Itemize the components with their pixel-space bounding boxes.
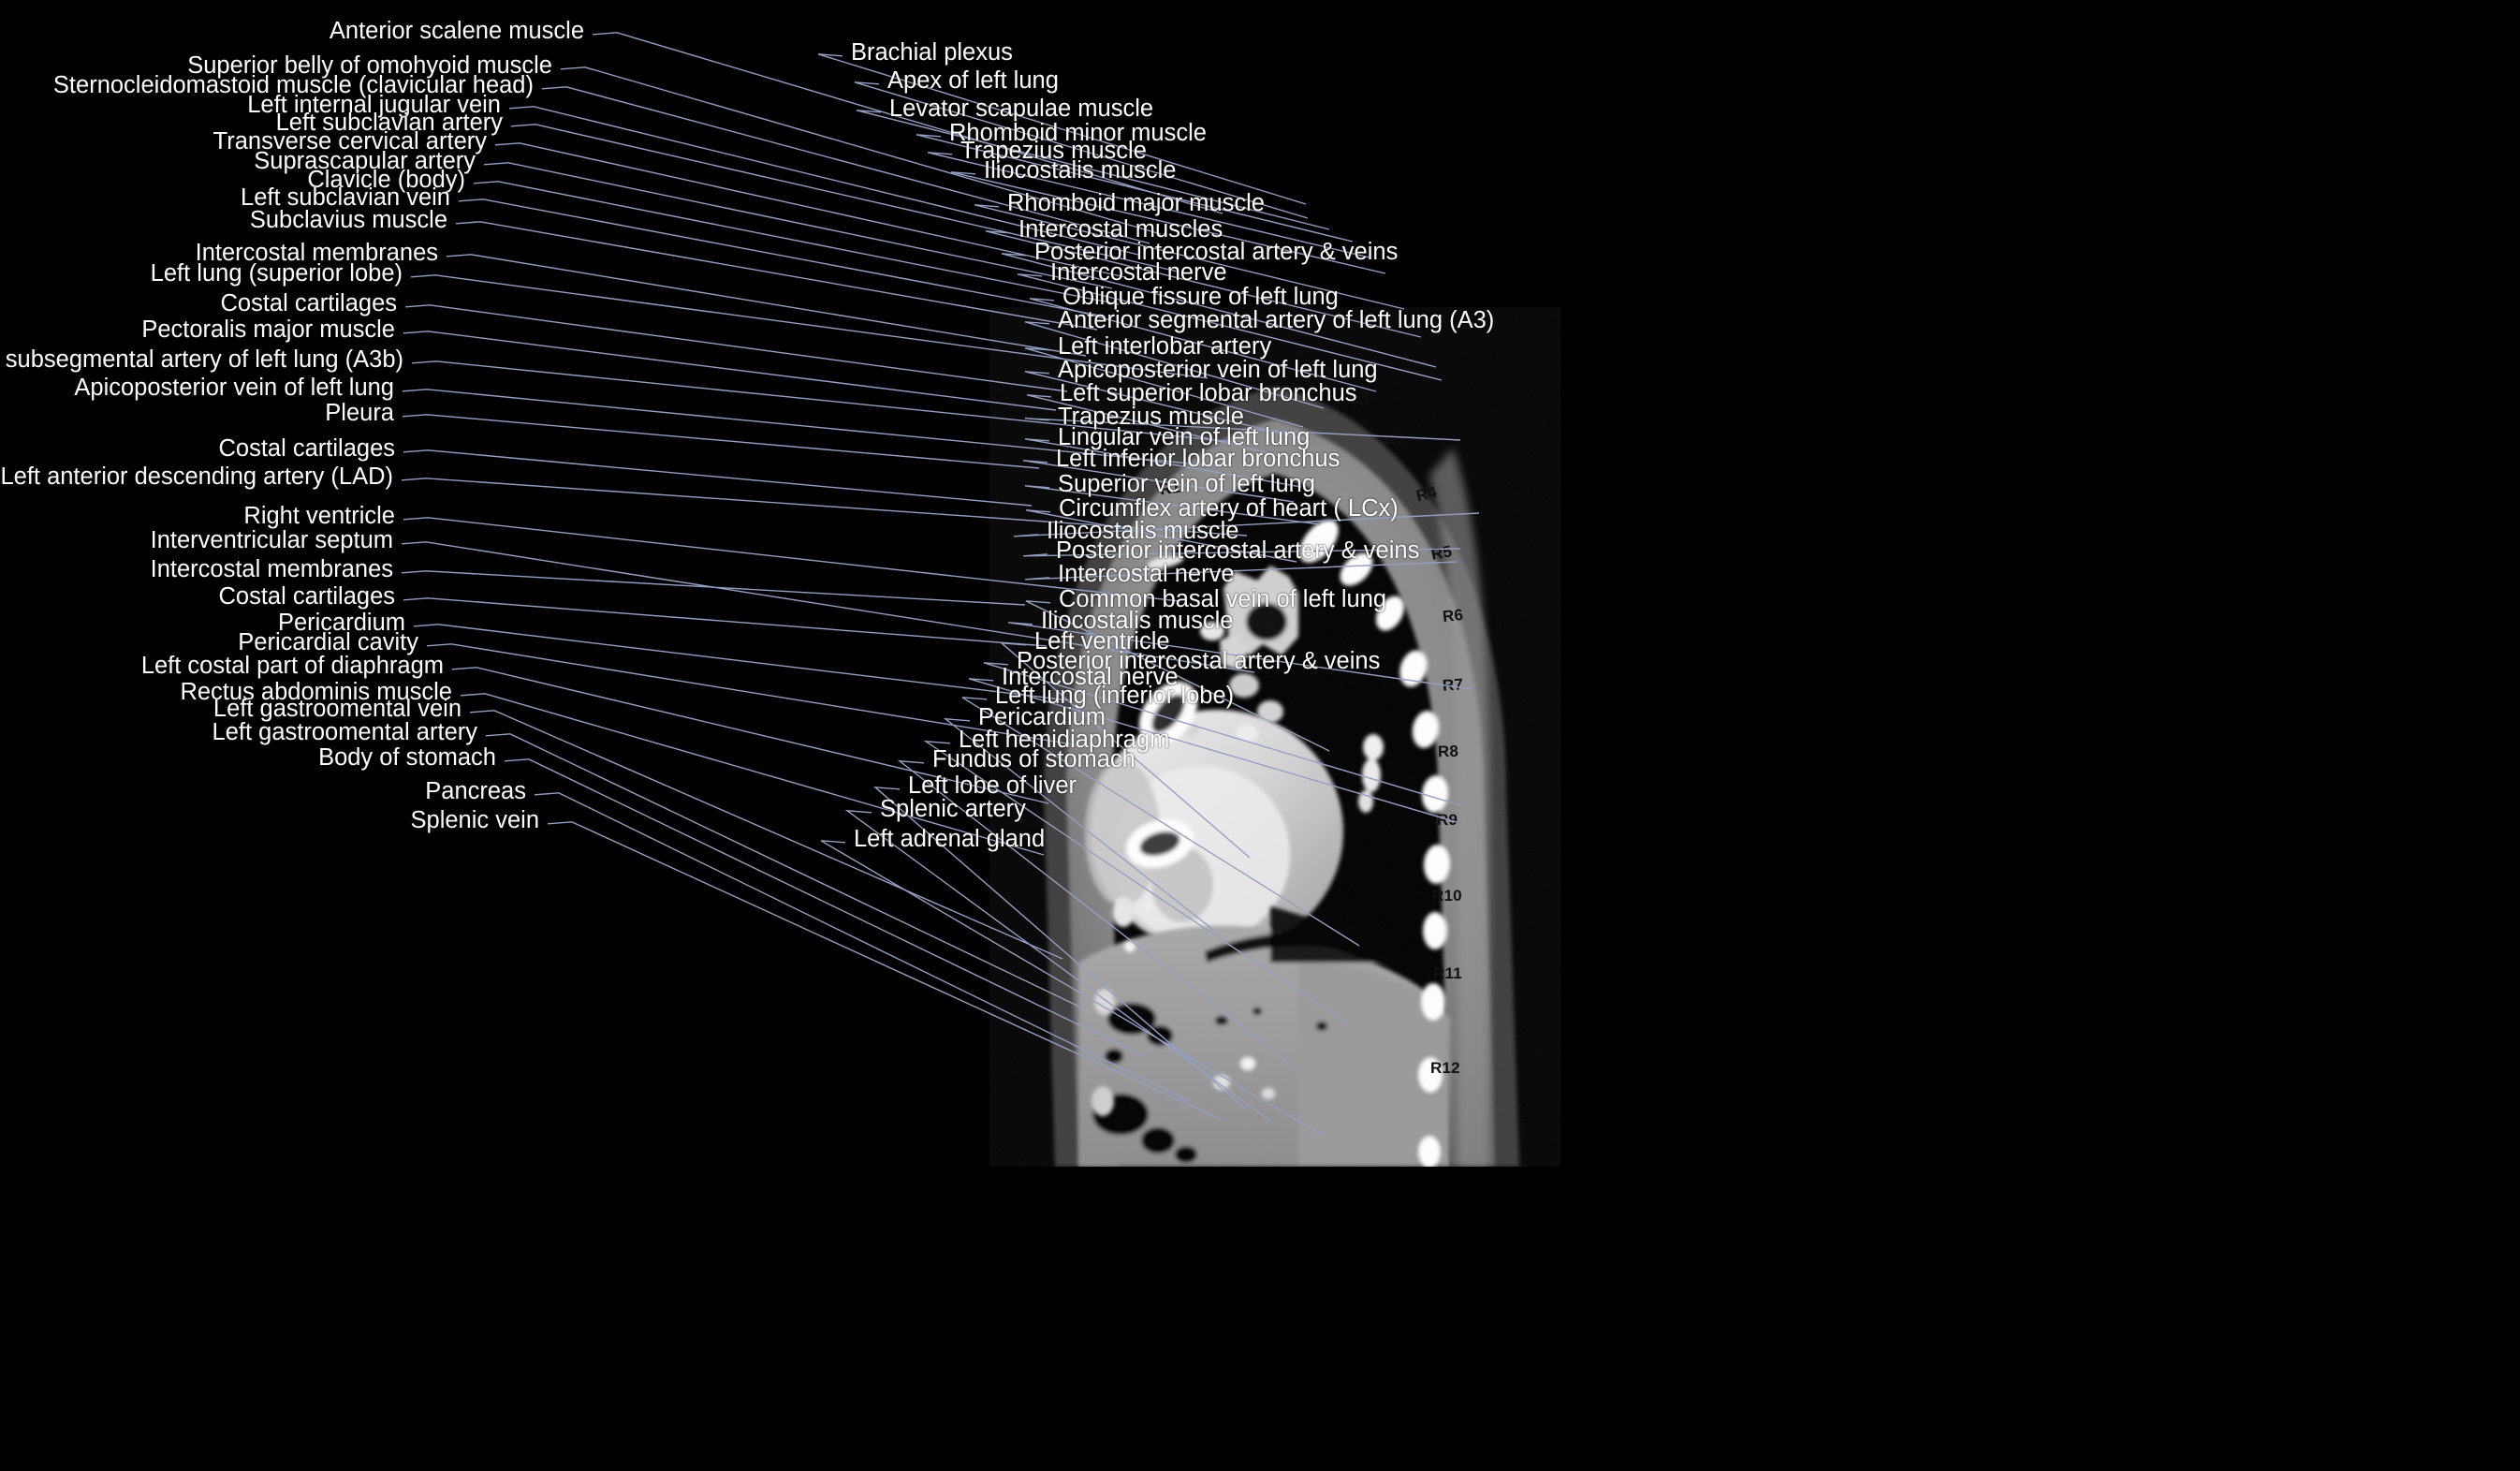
- leader-line: [401, 570, 1026, 606]
- annotation-label: Trapezius muscle: [960, 138, 1147, 164]
- leader-line: [458, 199, 1106, 317]
- annotation-label: Rhomboid minor muscle: [949, 120, 1207, 146]
- annotation-label: Left lung (inferior lobe): [995, 683, 1235, 709]
- leader-line: [404, 304, 1068, 392]
- annotation-label: Splenic artery: [880, 796, 1026, 822]
- annotation-label: Costal cartilages: [218, 435, 396, 462]
- annotation-label: Body of stomach: [318, 744, 496, 771]
- annotation-label: Left lung (superior lobe): [150, 260, 403, 287]
- annotation-label: Iliocostalis muscle: [984, 157, 1177, 184]
- annotation-label: Circumflex artery of heart ( LCx): [1059, 495, 1399, 522]
- annotation-label: Splenic vein: [410, 807, 540, 833]
- annotation-label: Pleura: [325, 400, 394, 426]
- annotation-label: Left anterior descending artery (LAD): [0, 463, 393, 490]
- leader-line: [403, 449, 1033, 507]
- annotation-label: Posterior intercostal artery & veins: [1056, 537, 1420, 564]
- annotation-label: Intercostal nerve: [1002, 664, 1179, 690]
- annotation-label: Intercostal muscles: [1018, 216, 1223, 243]
- annotation-label: Left adrenal gland: [854, 826, 1046, 852]
- annotation-label: Left lobe of liver: [908, 772, 1077, 799]
- annotation-label: Left gastroomental artery: [212, 719, 477, 745]
- annotation-label: Anterior subsegmental artery of left lun…: [0, 346, 403, 373]
- annotation-label: Intercostal nerve: [1050, 259, 1227, 286]
- annotation-label: Pericardium: [978, 704, 1106, 730]
- annotation-label: Intercostal membranes: [150, 556, 393, 582]
- annotation-label: Left ventricle: [1034, 628, 1170, 655]
- annotation-label: Pectoralis major muscle: [141, 316, 395, 343]
- annotation-label: Oblique fissure of left lung: [1062, 284, 1339, 310]
- leader-line: [403, 597, 1048, 647]
- annotation-label: Apex of left lung: [887, 67, 1059, 94]
- annotation-label: Posterior intercostal artery & veins: [1017, 648, 1381, 674]
- annotation-label: Apicoposterior vein of left lung: [74, 375, 394, 401]
- annotation-label: Left subclavian artery: [275, 110, 503, 136]
- annotation-label: Iliocostalis muscle: [1041, 608, 1234, 634]
- leader-line: [413, 624, 1070, 701]
- annotation-label: Levator scapulae muscle: [889, 96, 1154, 122]
- annotation-label: Suprascapular artery: [254, 148, 476, 174]
- annotation-label: Posterior intercostal artery & veins: [1034, 239, 1399, 265]
- annotation-label: Trapezius muscle: [1058, 404, 1244, 430]
- annotation-label: Superior belly of omohyoid muscle: [187, 52, 552, 79]
- annotation-label: Fundus of stomach: [932, 746, 1135, 772]
- annotation-label: Subclavius muscle: [249, 207, 447, 233]
- annotation-label: Iliocostalis muscle: [1047, 518, 1239, 544]
- annotation-label: Anterior scalene muscle: [329, 18, 584, 44]
- annotation-label: Rhomboid major muscle: [1007, 190, 1265, 216]
- annotation-label: Left superior lobar bronchus: [1060, 380, 1357, 406]
- annotation-label: Right ventricle: [243, 503, 395, 529]
- annotation-label: Intercostal nerve: [1058, 561, 1235, 587]
- annotation-label: Pericardium: [277, 610, 405, 636]
- annotation-label: Common basal vein of left lung: [1059, 586, 1387, 612]
- annotation-label: Brachial plexus: [851, 39, 1013, 66]
- leader-line: [402, 414, 1040, 469]
- annotation-label: Intercostal membranes: [195, 240, 438, 266]
- annotation-label: Superior vein of left lung: [1058, 471, 1315, 497]
- leader-line: [403, 331, 1057, 411]
- annotation-label: Sternocleidomastoid muscle (clavicular h…: [52, 72, 534, 98]
- annotation-label: Pericardial cavity: [238, 629, 418, 655]
- annotation-label: Apicoposterior vein of left lung: [1058, 357, 1378, 383]
- annotation-label: Lingular vein of left lung: [1058, 424, 1311, 450]
- annotation-label: Left costal part of diaphragm: [140, 653, 444, 679]
- annotation-label: Left gastroomental vein: [212, 696, 462, 722]
- annotation-label: Left subclavian vein: [241, 184, 450, 211]
- annotation-label: Costal cartilages: [218, 583, 396, 610]
- annotation-label: Left inferior lobar bronchus: [1056, 446, 1341, 472]
- annotation-label: Costal cartilages: [220, 290, 398, 316]
- annotation-label: Anterior segmental artery of left lung (…: [1058, 307, 1495, 333]
- annotation-label: Left internal jugular vein: [247, 92, 501, 118]
- annotation-label: Transverse cervical artery: [212, 128, 487, 154]
- annotation-label: Interventricular septum: [150, 527, 393, 553]
- annotation-label: Rectus abdominis muscle: [180, 679, 452, 705]
- annotation-label: Left hemidiaphragm: [959, 727, 1170, 753]
- annotation-label: Left interlobar artery: [1058, 333, 1272, 360]
- annotation-label: Clavicle (body): [307, 167, 465, 193]
- annotation-label: Pancreas: [425, 778, 526, 804]
